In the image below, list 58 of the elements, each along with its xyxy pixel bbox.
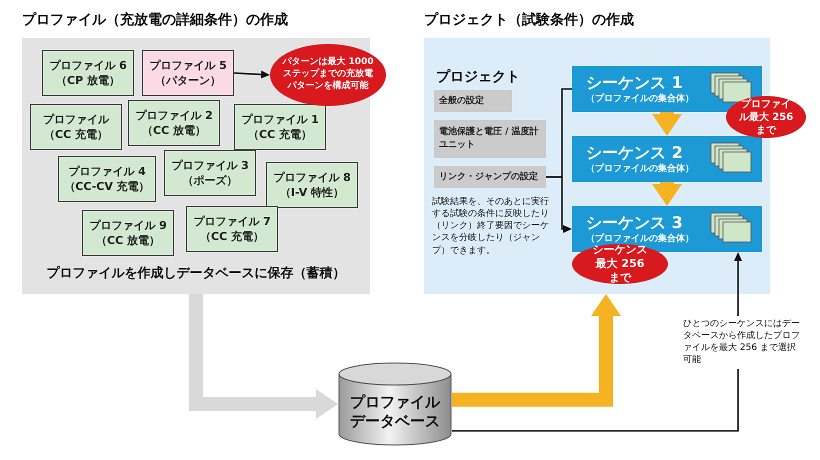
node-title: シーケンス 1 xyxy=(586,72,683,92)
sequence-box xyxy=(572,136,762,182)
node-title: プロファイル 2 xyxy=(135,108,213,123)
panel-heading: プロファイル（充放電の詳細条件）の作成 xyxy=(22,11,288,29)
node-subtitle: （プロファイルの集合体） xyxy=(586,162,694,176)
sequence-box xyxy=(572,66,762,112)
node-title: プロファイル 3 xyxy=(171,158,249,173)
callout-ellipse xyxy=(572,244,668,284)
panel-title: プロジェクト xyxy=(436,68,520,86)
callout-ellipse xyxy=(726,96,806,138)
node-subtitle: （CP 放電） xyxy=(56,73,120,88)
node-subtitle: （プロファイルの集合体） xyxy=(586,232,694,244)
profile-box xyxy=(266,162,358,208)
node-subtitle: （CC-CV 充電） xyxy=(64,179,150,194)
setting-box xyxy=(434,90,512,112)
node-title: プロファイル 6 xyxy=(49,58,127,73)
profile-box xyxy=(30,104,122,150)
profile-box xyxy=(186,206,278,252)
node-title: プロファイル xyxy=(43,112,109,127)
setting-box xyxy=(434,166,546,188)
node-title: シーケンス 2 xyxy=(586,142,683,162)
node-title: プロファイル 8 xyxy=(273,170,351,185)
node-text: パターンは最大 1000 ステップまでの充放電パターンを構成可能 xyxy=(281,57,375,93)
node-subtitle: （CC 充電） xyxy=(200,229,264,244)
node-subtitle: （CC 充電） xyxy=(44,127,108,142)
arrow xyxy=(546,176,571,233)
panel-caption: プロファイルを作成しデータベースに保存（蓄積） xyxy=(46,264,346,282)
node-text: 電池保護と電圧 / 温度計ユニット xyxy=(439,126,539,152)
node-subtitle: （パターン） xyxy=(155,73,221,88)
profile-box xyxy=(164,150,256,196)
panel-heading: プロジェクト（試験条件）の作成 xyxy=(424,11,634,29)
node-subtitle: （ポーズ） xyxy=(182,173,238,188)
node-subtitle: （プロファイルの集合体） xyxy=(586,92,694,106)
node-title: プロファイル 9 xyxy=(89,218,167,233)
profile-box xyxy=(42,50,134,96)
node-text: 全般の設定 xyxy=(439,94,484,108)
profile-box xyxy=(128,100,220,146)
note-text: 試験結果を、そのあとに実行する試験の条件に反映したり（リンク）終了要因でシーケンスを分岐したり（ジャンプ）できます。 xyxy=(432,196,550,257)
setting-box xyxy=(434,120,546,158)
node-title: プロファイル 5 xyxy=(149,58,227,73)
node-subtitle: （I-V 特性） xyxy=(280,185,344,200)
profile-box xyxy=(58,156,156,202)
node-title: プロファイル 4 xyxy=(68,164,146,179)
profile-box xyxy=(234,104,326,150)
arrow xyxy=(234,70,269,78)
node-subtitle: （CC 放電） xyxy=(96,233,160,248)
node-text: リンク・ジャンプの設定 xyxy=(439,170,538,184)
node-subtitle: （CC 充電） xyxy=(248,127,312,142)
node-title: シーケンス 3 xyxy=(586,212,683,232)
node-title: プロファイル 7 xyxy=(193,214,271,229)
database-cylinder xyxy=(338,362,452,446)
node-text: プロファイル最大 256 まで xyxy=(738,98,794,136)
node-title: プロファイル 1 xyxy=(241,112,319,127)
profile-box xyxy=(82,210,174,256)
profile-box xyxy=(142,50,234,96)
node-subtitle: （CC 放電） xyxy=(142,123,206,138)
node-text: シーケンス最大 256 まで xyxy=(592,242,648,286)
node-text: プロファイルデータベース xyxy=(349,393,442,431)
